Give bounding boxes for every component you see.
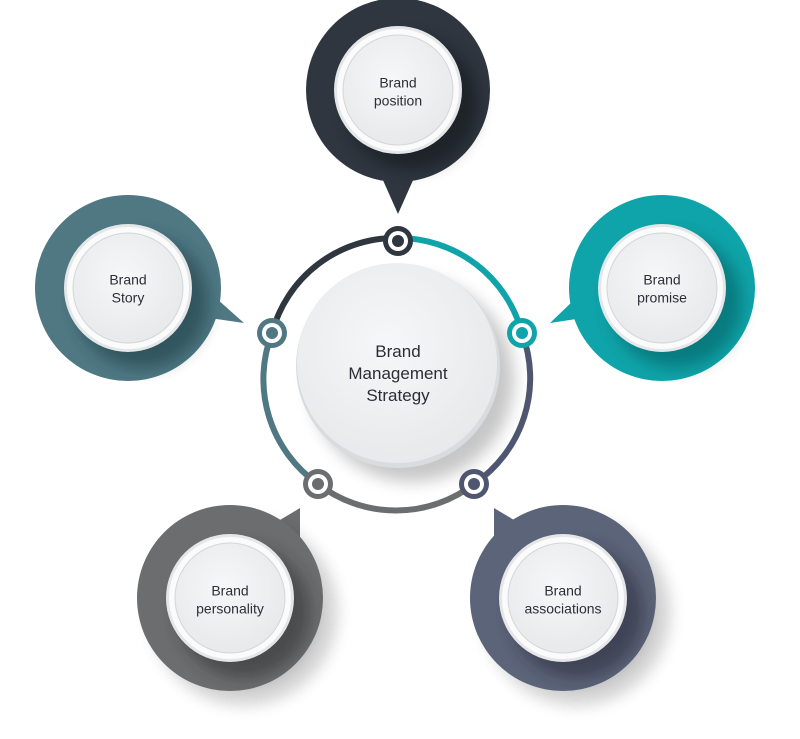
ring-segment-associations	[471, 330, 534, 487]
label-story-line-2: Story	[111, 290, 145, 306]
label-promise: Brand promise	[637, 271, 687, 308]
label-story: Brand Story	[109, 271, 146, 308]
node-marker-associations	[459, 469, 489, 499]
ring-segment-promise	[395, 234, 525, 336]
ring-nodes	[257, 226, 537, 499]
center-disc	[296, 263, 514, 482]
label-position: Brand position	[374, 74, 422, 111]
label-story-line-1: Brand	[109, 271, 147, 288]
bubble-personality	[137, 505, 337, 705]
label-personality-line-1: Brand	[211, 582, 249, 599]
node-marker-story	[257, 318, 287, 348]
center-title-line-1: Brand	[375, 341, 421, 361]
ring-segment-personality	[315, 481, 477, 514]
label-position-line-1: Brand	[379, 74, 417, 91]
node-marker-promise	[507, 318, 537, 348]
center-title-line-3: Strategy	[366, 386, 430, 406]
label-associations: Brand associations	[524, 582, 601, 619]
center-title-line-2: Management	[348, 363, 448, 383]
ring-segment-story	[260, 330, 321, 487]
center-title: Brand Management Strategy	[348, 341, 447, 407]
bubble-promise	[569, 195, 755, 381]
label-associations-line-2: associations	[524, 601, 602, 617]
node-marker-personality	[303, 469, 333, 499]
bubble-story	[35, 195, 221, 381]
ring-segment-position	[269, 234, 401, 336]
ring	[260, 234, 534, 514]
label-position-line-2: position	[373, 93, 423, 109]
label-promise-line-1: Brand	[643, 271, 681, 288]
bubble-associations	[470, 505, 670, 705]
node-marker-position	[383, 226, 413, 256]
tail-position	[382, 178, 414, 214]
bubble-position	[306, 0, 490, 182]
label-personality: Brand personality	[196, 582, 264, 619]
label-associations-line-1: Brand	[544, 582, 582, 599]
label-personality-line-2: personality	[196, 601, 264, 617]
label-promise-line-2: promise	[637, 290, 687, 306]
